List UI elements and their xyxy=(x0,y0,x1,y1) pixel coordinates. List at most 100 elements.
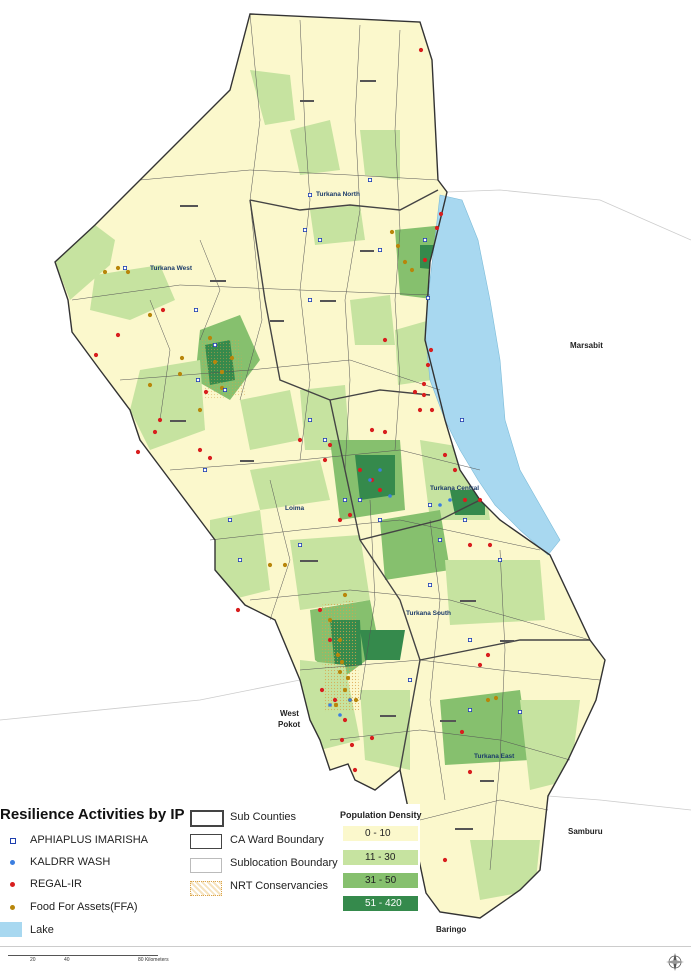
regal-ir-marker xyxy=(93,352,99,358)
density-swatch-3 xyxy=(343,896,418,911)
legend-item-ffa: Food For Assets(FFA) xyxy=(30,901,138,913)
regal-ir-marker xyxy=(438,211,444,217)
aphiaplus-marker xyxy=(459,417,464,422)
neighbour-boundary-east xyxy=(446,189,691,241)
regal-ir-marker xyxy=(487,542,493,548)
aphiaplus-marker xyxy=(193,307,198,312)
sub-county-label: Turkana South xyxy=(406,610,451,617)
regal-ir-marker xyxy=(197,447,203,453)
regal-ir-marker xyxy=(152,429,158,435)
aphiaplus-marker xyxy=(317,237,322,242)
regal-ir-marker xyxy=(382,337,388,343)
neighbour-boundary-south xyxy=(547,795,691,811)
legend-item-lake: Lake xyxy=(30,924,54,936)
aphiaplus-marker xyxy=(518,710,523,715)
aphiaplus-marker xyxy=(367,177,372,182)
dot-marker-icon xyxy=(10,882,15,887)
north-arrow-icon xyxy=(666,953,684,971)
aphiaplus-marker xyxy=(467,708,472,713)
aphiaplus-marker xyxy=(407,678,412,683)
kaldrr-wash-marker xyxy=(348,698,352,702)
kaldrr-wash-marker xyxy=(368,478,372,482)
regal-ir-marker xyxy=(332,697,338,703)
aphiaplus-marker xyxy=(302,227,307,232)
aphiaplus-marker xyxy=(307,417,312,422)
regal-ir-marker xyxy=(452,467,458,473)
density-class-label: 0 - 10 xyxy=(365,828,391,839)
region-label-marsabit: Marsabit xyxy=(570,341,603,350)
aphiaplus-marker xyxy=(222,387,227,392)
aphiaplus-marker xyxy=(237,558,242,563)
regal-ir-marker xyxy=(115,332,121,338)
activity-markers xyxy=(93,47,523,863)
aphiaplus-marker xyxy=(377,518,382,523)
regal-ir-marker xyxy=(349,742,355,748)
regal-ir-marker xyxy=(342,717,348,723)
density-class-label: 51 - 420 xyxy=(365,898,402,909)
ffa-marker xyxy=(353,697,359,703)
regal-ir-marker xyxy=(160,307,166,313)
regal-ir-marker xyxy=(339,737,345,743)
neighbour-boundary-sw xyxy=(0,679,301,721)
kaldrr-wash-marker xyxy=(438,503,442,507)
regal-ir-marker xyxy=(203,389,209,395)
regal-ir-marker xyxy=(322,457,328,463)
ffa-marker xyxy=(197,407,203,413)
density-swatch-2 xyxy=(343,873,418,888)
conservancy-swatch-icon xyxy=(190,881,222,896)
aphiaplus-marker xyxy=(377,247,382,252)
regal-ir-marker xyxy=(417,407,423,413)
regal-ir-marker xyxy=(319,687,325,693)
aphiaplus-marker xyxy=(195,377,200,382)
ffa-marker xyxy=(177,371,183,377)
ffa-marker xyxy=(282,562,288,568)
sublocation-boundary-swatch-icon xyxy=(190,858,222,873)
map-legend: Resilience Activities by IP APHIAPLUS IM… xyxy=(0,804,422,939)
scale-tick-label: 80 Kilometers xyxy=(138,957,169,963)
regal-ir-marker xyxy=(357,467,363,473)
population-density-title: Population Density xyxy=(340,810,422,820)
ffa-marker xyxy=(339,659,345,665)
regal-ir-marker xyxy=(352,767,358,773)
lake-turkana xyxy=(424,194,561,556)
scale-tick-label: 40 xyxy=(64,957,70,963)
kaldrr-wash-marker xyxy=(448,498,452,502)
legend-boundary-ca-ward: CA Ward Boundary xyxy=(230,834,324,846)
regal-ir-marker xyxy=(135,449,141,455)
dot-marker-icon xyxy=(10,860,15,865)
ffa-marker xyxy=(179,355,185,361)
ffa-marker xyxy=(402,259,408,265)
ffa-marker xyxy=(147,382,153,388)
square-marker-icon xyxy=(10,838,16,844)
legend-item-regal: REGAL-IR xyxy=(30,878,82,890)
aphiaplus-marker xyxy=(202,467,207,472)
aphiaplus-marker xyxy=(462,518,467,523)
aphiaplus-marker xyxy=(427,502,432,507)
ffa-marker xyxy=(335,652,341,658)
region-label-baringo: Baringo xyxy=(436,925,466,934)
aphiaplus-marker xyxy=(427,583,432,588)
ffa-marker xyxy=(125,269,131,275)
aphiaplus-marker xyxy=(342,497,347,502)
ffa-marker xyxy=(212,359,218,365)
ffa-marker xyxy=(115,265,121,271)
density-swatch-1 xyxy=(343,850,418,865)
kaldrr-wash-marker xyxy=(378,468,382,472)
regal-ir-marker xyxy=(418,47,424,53)
kaldrr-wash-marker xyxy=(328,703,332,707)
ffa-marker xyxy=(409,267,415,273)
regal-ir-marker xyxy=(467,542,473,548)
ffa-marker xyxy=(147,312,153,318)
legend-item-aphiaplus: APHIAPLUS IMARISHA xyxy=(30,834,148,846)
regal-ir-marker xyxy=(369,427,375,433)
ffa-marker xyxy=(219,369,225,375)
ffa-marker xyxy=(345,675,351,681)
regal-ir-marker xyxy=(459,729,465,735)
aphiaplus-marker xyxy=(322,437,327,442)
regal-ir-marker xyxy=(421,392,427,398)
regal-ir-marker xyxy=(421,381,427,387)
regal-ir-marker xyxy=(382,429,388,435)
lake-swatch-icon xyxy=(0,922,22,937)
aphiaplus-marker xyxy=(212,342,217,347)
regal-ir-marker xyxy=(347,512,353,518)
